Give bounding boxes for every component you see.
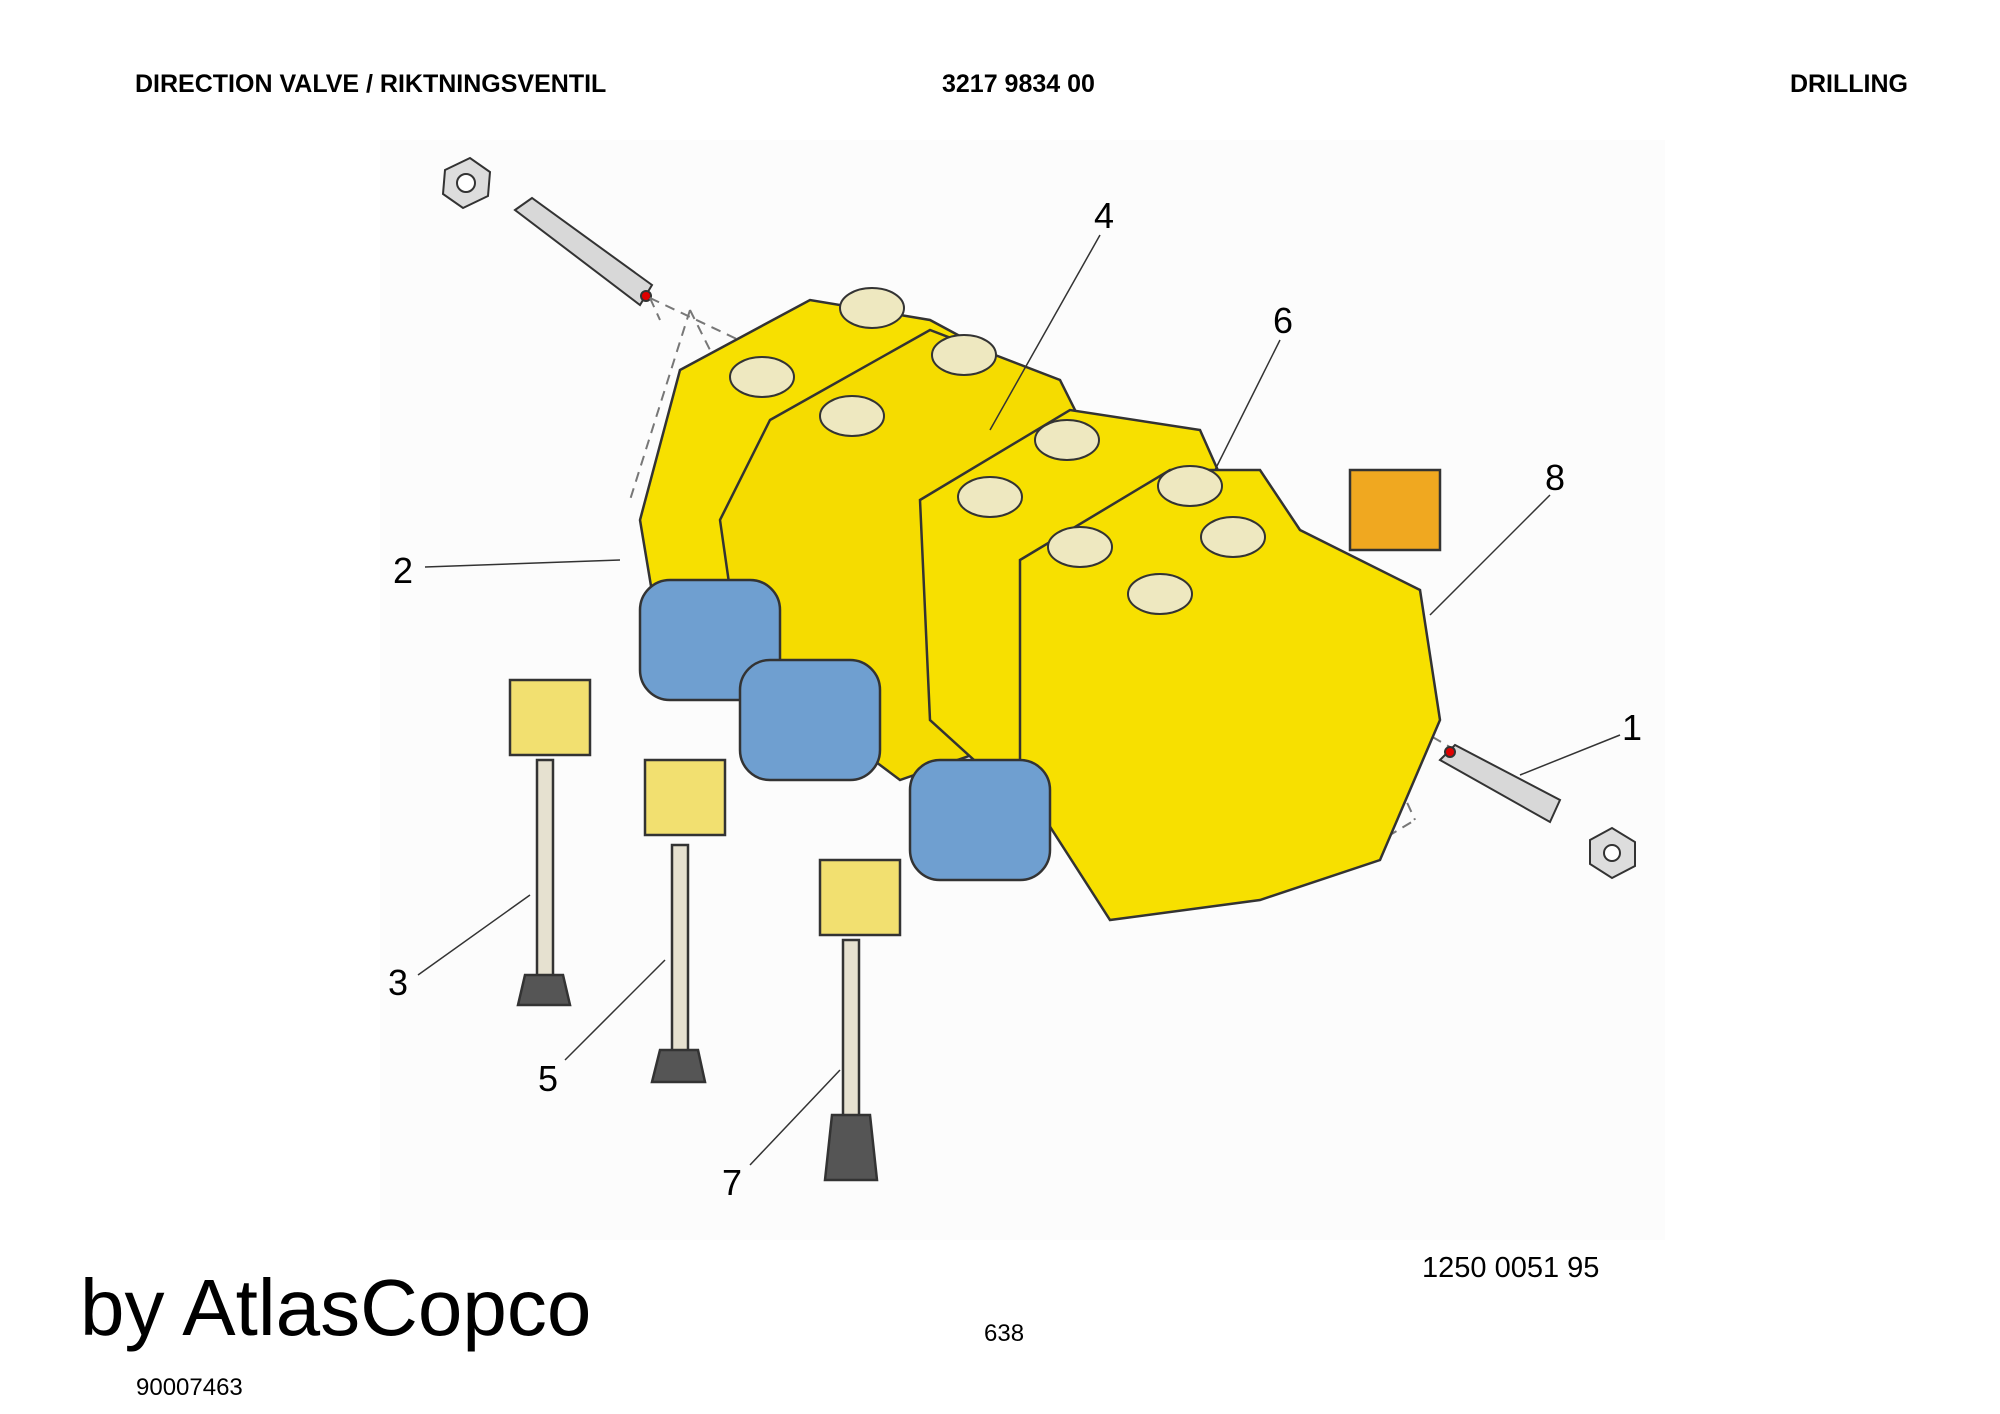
ports — [729, 287, 1266, 615]
callout-2: 2 — [393, 550, 414, 591]
page-number: 638 — [984, 1320, 1025, 1347]
levers — [508, 578, 1052, 1182]
callout-5: 5 — [538, 1058, 559, 1099]
callout-8: 8 — [1545, 457, 1566, 498]
section-label: DRILLING — [1789, 70, 1908, 98]
watermark: by AtlasCopco — [80, 1263, 592, 1352]
callout-1: 1 — [1622, 707, 1643, 748]
document-number: 90007463 — [136, 1374, 243, 1401]
drawing-reference: 1250 0051 95 — [1422, 1252, 1600, 1284]
page-title: DIRECTION VALVE / RIKTNINGSVENTIL — [135, 70, 607, 98]
callout-3: 3 — [388, 962, 409, 1003]
bolt-right — [1438, 743, 1636, 880]
callout-7: 7 — [722, 1162, 743, 1203]
callout-4: 4 — [1094, 195, 1115, 236]
adapter — [1348, 468, 1442, 552]
callout-6: 6 — [1273, 300, 1294, 341]
part-number: 3217 9834 00 — [942, 70, 1095, 98]
leader-lines — [417, 234, 1621, 1166]
bolt-top — [441, 156, 654, 307]
